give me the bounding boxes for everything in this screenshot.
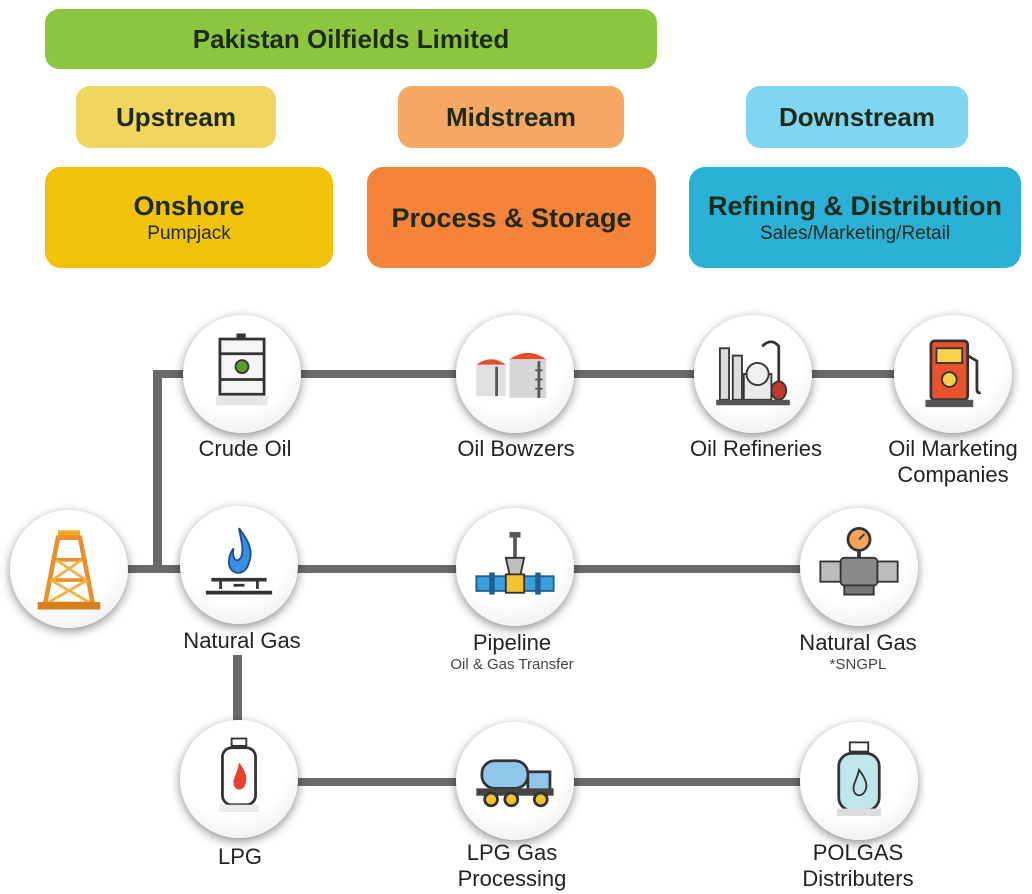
company-title: Pakistan Oilfields Limited (45, 9, 657, 69)
lpg-processing-label: LPG Gas Processing (458, 840, 567, 892)
lpg-processing-node (456, 722, 574, 840)
oil-marketing-node (894, 315, 1012, 433)
onshore-box: Onshore Pumpjack (45, 167, 333, 268)
downstream-header: Downstream (746, 86, 968, 148)
gas-cylinder-icon (836, 741, 882, 816)
oil-rig-node (10, 510, 128, 628)
connector-to-crude (153, 370, 203, 378)
oil-barrel-icon (216, 333, 268, 406)
upstream-header: Upstream (76, 86, 276, 148)
connector-lpg-processing (295, 778, 465, 786)
connector-refineries-marketing (808, 370, 908, 378)
natural-gas-out-title: Natural Gas (799, 630, 917, 655)
midstream-header: Midstream (398, 86, 624, 148)
gas-meter-icon (819, 526, 899, 596)
gas-flame-icon (205, 527, 273, 595)
lpg-label: LPG (217, 844, 263, 869)
natural-gas-node (180, 506, 298, 624)
process-title: Process & Storage (391, 202, 632, 233)
natural-gas-label: Natural Gas (183, 628, 301, 653)
connector-vertical-to-crude (153, 370, 162, 570)
oil-bowzers-node (456, 315, 574, 433)
oil-refineries-label: Oil Refineries (689, 436, 823, 461)
oil-bowzers-label: Oil Bowzers (457, 436, 575, 461)
pipeline-label: Pipeline Oil & Gas Transfer (450, 630, 573, 674)
oil-refineries-node (694, 315, 812, 433)
refining-title: Refining & Distribution (708, 190, 1002, 221)
process-box: Process & Storage (367, 167, 656, 268)
polgas-line1: POLGAS (812, 840, 904, 865)
crude-oil-node (183, 315, 301, 433)
connector-processing-polgas (568, 778, 808, 786)
oil-rig-icon (37, 530, 101, 610)
natural-gas-out-subtitle: *SNGPL (829, 656, 887, 673)
tanker-truck-icon (476, 759, 554, 808)
lpg-processing-line2: Processing (457, 866, 567, 891)
natural-gas-out-node (800, 508, 918, 626)
crude-oil-label: Crude Oil (198, 436, 292, 461)
refining-subtitle: Sales/Marketing/Retail (759, 222, 951, 244)
pipeline-valve-icon (475, 532, 555, 595)
connector-pipeline-ngas (568, 565, 808, 573)
connector-gas-pipeline (295, 565, 465, 573)
onshore-subtitle: Pumpjack (147, 222, 231, 244)
oil-marketing-line1: Oil Marketing (888, 436, 1018, 461)
natural-gas-out-label: Natural Gas *SNGPL (799, 630, 916, 674)
fuel-pump-icon (925, 339, 982, 408)
onshore-title: Onshore (133, 190, 245, 221)
storage-tanks-icon (476, 352, 547, 398)
connector-gas-lpg (233, 655, 242, 725)
pipeline-node (456, 508, 574, 626)
polgas-node (800, 722, 918, 840)
refining-box: Refining & Distribution Sales/Marketing/… (689, 167, 1021, 268)
pipeline-subtitle: Oil & Gas Transfer (450, 656, 574, 673)
lpg-cylinder-icon (218, 737, 260, 813)
lpg-node (180, 720, 298, 838)
polgas-label: POLGAS Distributers (802, 840, 913, 892)
refinery-icon (716, 340, 790, 406)
connector-bowzers-refineries (570, 370, 700, 378)
connector-crude-bowzers (300, 370, 465, 378)
lpg-processing-line1: LPG Gas (466, 840, 558, 865)
pipeline-title: Pipeline (472, 630, 552, 655)
polgas-line2: Distributers (802, 866, 914, 891)
oil-marketing-line2: Companies (897, 462, 1009, 487)
oil-marketing-label: Oil Marketing Companies (888, 436, 1018, 488)
